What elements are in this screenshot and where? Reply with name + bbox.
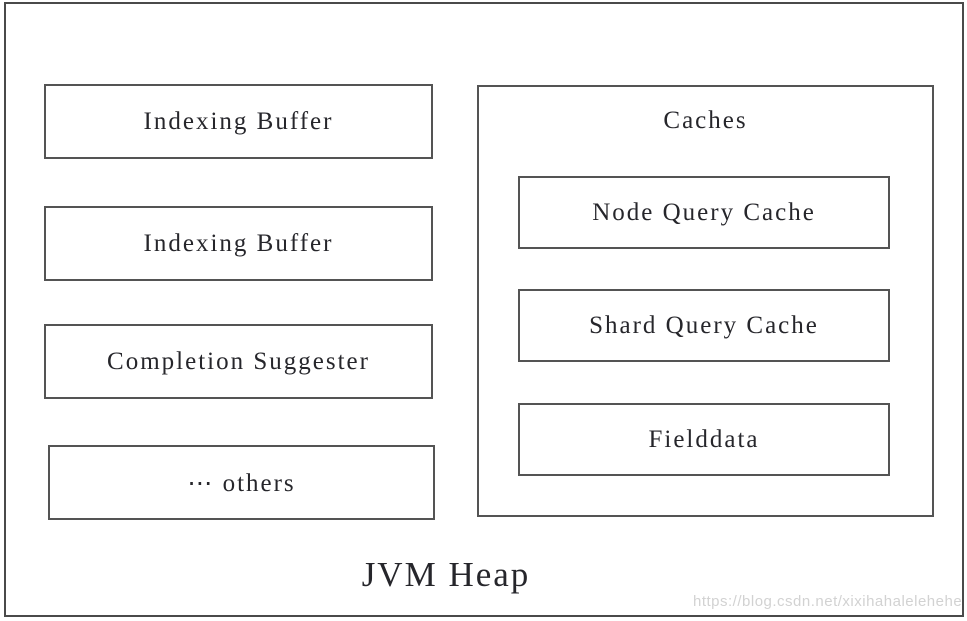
shard-query-cache-box: Shard Query Cache [518,289,890,362]
caches-title: Caches [663,107,748,134]
others-box: ⋯ others [48,445,435,520]
caches-container: Caches Node Query Cache Shard Query Cach… [477,85,934,517]
node-query-cache-box: Node Query Cache [518,176,890,249]
completion-suggester-box: Completion Suggester [44,324,433,399]
jvm-heap-label: JVM Heap [361,555,531,594]
jvm-heap-frame: Indexing Buffer Indexing Buffer Completi… [4,2,964,617]
fielddata-box: Fielddata [518,403,890,476]
indexing-buffer-box-1: Indexing Buffer [44,84,433,159]
watermark-text: https://blog.csdn.net/xixihahalelehehe [693,593,963,610]
indexing-buffer-box-2: Indexing Buffer [44,206,433,281]
